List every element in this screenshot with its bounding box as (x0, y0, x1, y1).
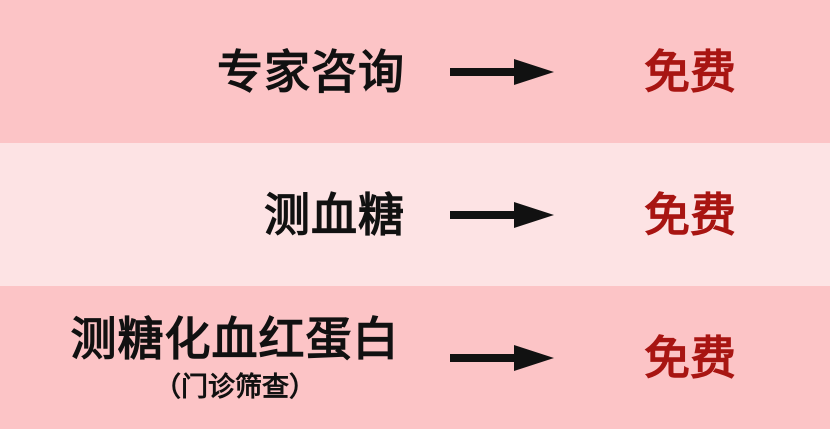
price-label: 免费 (644, 44, 736, 99)
right-arrow-icon (450, 58, 554, 85)
service-note: （门诊筛查） (154, 372, 316, 403)
service-name: 测血糖 (264, 187, 405, 242)
service-name: 专家咨询 (217, 44, 405, 99)
right-arrow-icon (450, 201, 554, 228)
service-row-blood-glucose: 测血糖 免费 (0, 143, 830, 286)
right-arrow-icon (450, 344, 554, 371)
service-name: 测糖化血红蛋白 (70, 312, 400, 366)
price-label: 免费 (644, 330, 736, 385)
service-row-expert-consultation: 专家咨询 免费 (0, 0, 830, 143)
price-label: 免费 (644, 187, 736, 242)
service-row-hba1c: 测糖化血红蛋白 （门诊筛查） 免费 (0, 286, 830, 429)
